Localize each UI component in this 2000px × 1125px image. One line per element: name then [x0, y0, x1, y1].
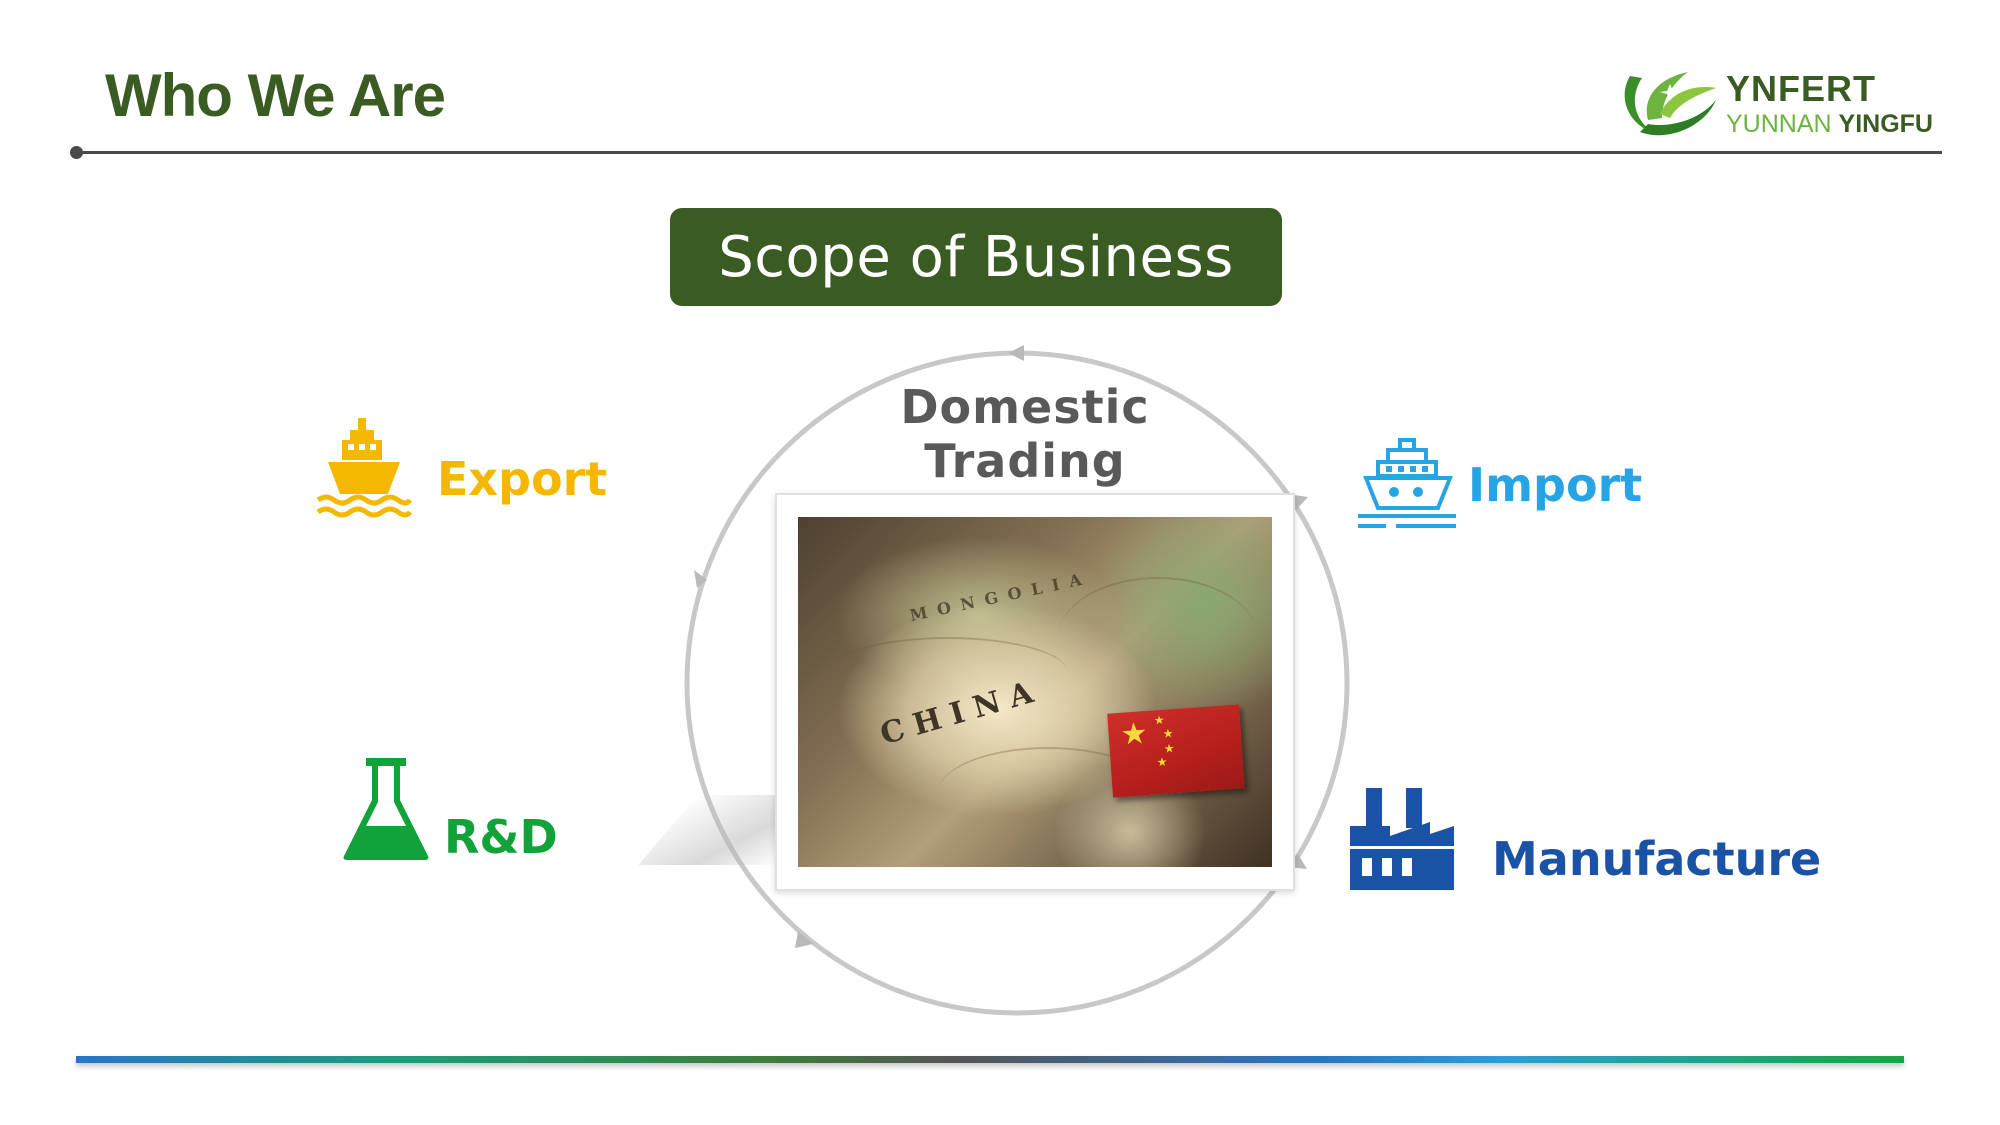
flag-star-icon: ★: [1119, 716, 1149, 752]
map-border-line: [828, 637, 1068, 709]
china-map-with-flag-image: MONGOLIA CHINA ★ ★ ★ ★ ★: [775, 493, 1295, 891]
header-rule: [76, 151, 1942, 154]
export-label: Export: [437, 452, 608, 506]
map-photo: MONGOLIA CHINA ★ ★ ★ ★ ★: [798, 517, 1272, 867]
cruise-ship-icon: [1358, 438, 1456, 528]
china-flag-icon: ★ ★ ★ ★ ★: [1107, 704, 1245, 798]
rd-label: R&D: [444, 810, 558, 864]
domestic-trading-line1: Domestic: [900, 380, 1150, 434]
page-title: Who We Are: [105, 62, 446, 129]
map-border-line: [938, 747, 1158, 839]
scope-of-business-text: Scope of Business: [718, 224, 1234, 290]
leaf-swoosh-logo-icon: [1624, 72, 1716, 136]
cycle-arrow-left: [694, 570, 707, 588]
flag-star-icon: ★: [1153, 712, 1166, 728]
cargo-ship-icon: [316, 418, 413, 518]
lab-flask-icon: [343, 758, 429, 860]
domestic-trading-label: Domestic Trading: [880, 380, 1170, 488]
flag-star-icon: ★: [1162, 726, 1175, 741]
domestic-trading-line2: Trading: [924, 434, 1126, 488]
logo-subtitle-yunnan: YUNNAN: [1726, 110, 1832, 138]
import-label: Import: [1468, 458, 1643, 512]
header-rule-dot: [70, 146, 83, 159]
logo-subtitle-yingfu: YINGFU: [1838, 110, 1933, 138]
manufacture-label: Manufacture: [1492, 832, 1822, 886]
footer-gradient-bar: [76, 1056, 1904, 1063]
flag-star-icon: ★: [1163, 741, 1176, 756]
scope-of-business-banner: Scope of Business: [670, 208, 1282, 306]
map-border-line: [1058, 577, 1258, 699]
company-logo: YNFERT YUNNAN YINGFU: [1612, 58, 1952, 148]
logo-subtitle: YUNNAN YINGFU: [1726, 110, 1933, 139]
cycle-arrow-top: [1008, 345, 1024, 361]
factory-icon: [1350, 788, 1454, 890]
flag-star-icon: ★: [1156, 754, 1168, 770]
cycle-arrow-bottom-left: [795, 931, 813, 948]
logo-brand-text: YNFERT: [1726, 68, 1876, 109]
